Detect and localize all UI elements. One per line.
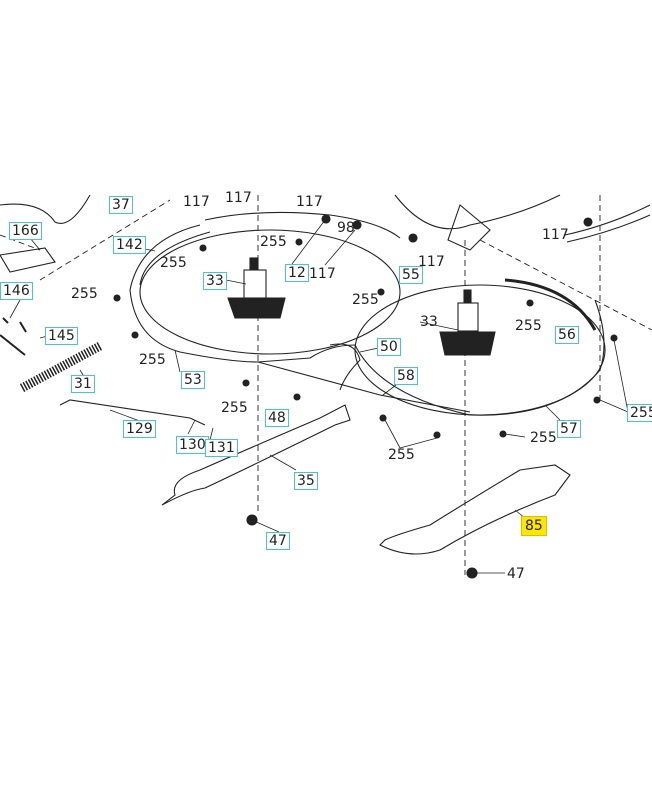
part-label-53[interactable]: 53 xyxy=(181,371,205,389)
spring-146 xyxy=(0,317,27,356)
part-label-255: 255 xyxy=(139,352,166,368)
part-label-47: 47 xyxy=(507,566,525,582)
part-label-47[interactable]: 47 xyxy=(266,532,290,550)
center-lines xyxy=(0,195,652,575)
part-label-58[interactable]: 58 xyxy=(394,367,418,385)
upper-right-housing xyxy=(394,194,561,251)
part-label-33[interactable]: 33 xyxy=(203,272,227,290)
part-label-255: 255 xyxy=(160,255,187,271)
part-label-117: 117 xyxy=(542,227,569,243)
part-label-33: 33 xyxy=(420,314,438,330)
part-label-117: 117 xyxy=(183,194,210,210)
part-label-85-highlighted[interactable]: 85 xyxy=(521,516,547,536)
part-label-117: 117 xyxy=(418,254,445,270)
part-label-255: 255 xyxy=(260,234,287,250)
upper-left-panel xyxy=(0,194,91,224)
guard-50 xyxy=(329,343,361,391)
left-deck-top xyxy=(139,211,401,286)
left-deck-inner xyxy=(139,229,401,355)
part-label-57[interactable]: 57 xyxy=(557,420,581,438)
part-label-255: 255 xyxy=(71,286,98,302)
part-label-35[interactable]: 35 xyxy=(294,472,318,490)
part-label-130[interactable]: 130 xyxy=(176,436,209,454)
baffle-53 xyxy=(257,361,471,413)
part-label-12[interactable]: 12 xyxy=(285,264,309,282)
part-label-255[interactable]: 255 xyxy=(627,404,652,422)
blade-35 xyxy=(161,404,351,506)
part-label-117: 117 xyxy=(296,194,323,210)
rod-129 xyxy=(59,399,206,426)
right-spindle xyxy=(439,289,496,356)
part-label-117: 117 xyxy=(225,190,252,206)
part-label-255: 255 xyxy=(515,318,542,334)
part-label-50[interactable]: 50 xyxy=(377,338,401,356)
right-deck-skirt xyxy=(354,299,605,416)
part-label-166[interactable]: 166 xyxy=(9,222,42,240)
left-deck-skirt xyxy=(129,224,356,363)
part-label-145[interactable]: 145 xyxy=(45,327,78,345)
bracket-166 xyxy=(0,247,56,273)
part-label-129[interactable]: 129 xyxy=(123,420,156,438)
upper-right-arm xyxy=(564,204,651,243)
part-label-255: 255 xyxy=(530,430,557,446)
leader-lines xyxy=(9,219,629,574)
part-label-31[interactable]: 31 xyxy=(71,375,95,393)
part-label-98: 98 xyxy=(337,220,355,236)
part-label-56[interactable]: 56 xyxy=(555,326,579,344)
part-label-255: 255 xyxy=(221,400,248,416)
part-label-37[interactable]: 37 xyxy=(109,196,133,214)
baffle-56 xyxy=(504,278,597,331)
part-label-55[interactable]: 55 xyxy=(399,266,423,284)
part-label-131[interactable]: 131 xyxy=(205,439,238,457)
part-label-117: 117 xyxy=(309,266,336,282)
part-label-255: 255 xyxy=(352,292,379,308)
part-label-142[interactable]: 142 xyxy=(113,236,146,254)
blade-85 xyxy=(379,464,571,555)
part-label-48[interactable]: 48 xyxy=(265,409,289,427)
part-label-255: 255 xyxy=(388,447,415,463)
part-label-146[interactable]: 146 xyxy=(0,282,33,300)
left-spindle xyxy=(227,257,286,319)
